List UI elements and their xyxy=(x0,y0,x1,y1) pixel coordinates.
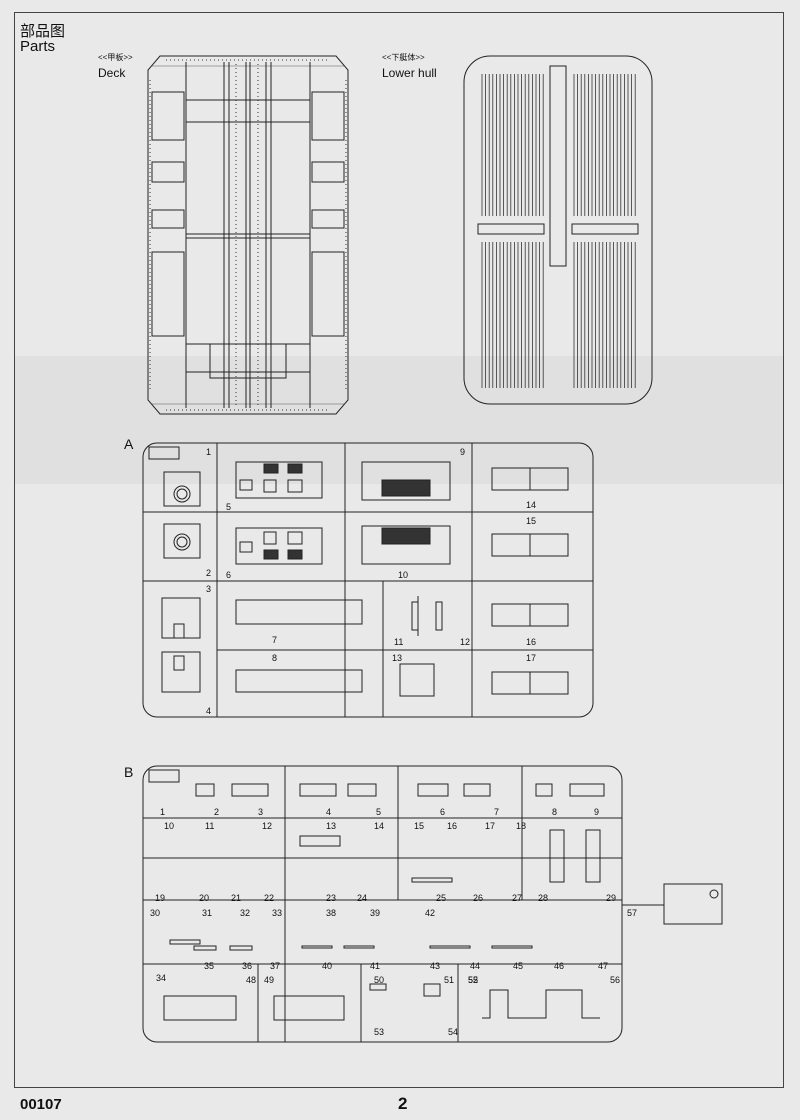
sprue-b-part-10: 10 xyxy=(164,821,174,831)
sprue-a-part-11: 11 xyxy=(394,637,403,647)
sprue-b-part-17: 17 xyxy=(485,821,495,831)
sprue-b-part-43: 43 xyxy=(430,961,440,971)
sprue-b-part-38: 38 xyxy=(326,908,336,918)
sprue-b xyxy=(142,765,723,1043)
sprue-b-part-34: 34 xyxy=(156,973,166,983)
sprue-b-part-8: 8 xyxy=(552,807,557,817)
sprue-b-part-42: 42 xyxy=(425,908,435,918)
page-number: 2 xyxy=(398,1094,408,1113)
sprue-b-part-27: 27 xyxy=(512,893,522,903)
sprue-b-part-50: 50 xyxy=(374,975,384,985)
sprue-b-part-53: 53 xyxy=(374,1027,384,1037)
sprue-b-part-44: 44 xyxy=(470,961,480,971)
sprue-a-part-15: 15 xyxy=(526,516,536,526)
sprue-b-part-48: 48 xyxy=(246,975,256,985)
sprue-b-part-13: 13 xyxy=(326,821,336,831)
sprue-a-part-8: 8 xyxy=(272,653,277,663)
sprue-b-part-18: 18 xyxy=(516,821,526,831)
deck-label-cn: <<甲板>> xyxy=(98,53,133,62)
sprue-b-part-25: 25 xyxy=(436,893,446,903)
sprue-b-part-21: 21 xyxy=(231,893,241,903)
sprue-b-part-31: 31 xyxy=(202,908,212,918)
sprue-a-part-9: 9 xyxy=(460,447,465,457)
deck-part xyxy=(147,55,349,415)
sprue-b-part-7: 7 xyxy=(494,807,499,817)
sprue-b-part-16: 16 xyxy=(447,821,457,831)
sprue-b-part-3: 3 xyxy=(258,807,263,817)
sprue-a-part-14: 14 xyxy=(526,500,536,510)
sprue-a-part-10: 10 xyxy=(398,570,408,580)
sprue-b-part-40: 40 xyxy=(322,961,332,971)
sprue-b-part-19: 19 xyxy=(155,893,165,903)
sprue-b-part-28: 28 xyxy=(538,893,548,903)
page-title-en: Parts xyxy=(20,38,56,55)
sprue-a-part-7: 7 xyxy=(272,635,277,645)
sprue-b-part-35: 35 xyxy=(204,961,214,971)
sprue-a xyxy=(142,442,594,718)
sprue-b-part-32: 32 xyxy=(240,908,250,918)
sprue-a-label: A xyxy=(124,436,134,452)
sprue-b-part-11: 11 xyxy=(205,821,214,831)
sprue-b-part-22: 22 xyxy=(264,893,274,903)
lower-hull-label-en: Lower hull xyxy=(382,66,437,80)
sprue-a-part-5: 5 xyxy=(226,502,231,512)
sprue-b-part-1: 1 xyxy=(160,807,165,817)
sprue-b-part-30: 30 xyxy=(150,908,160,918)
sprue-b-part-36: 36 xyxy=(242,961,252,971)
sprue-b-part-20: 20 xyxy=(199,893,209,903)
sprue-b-part-26: 26 xyxy=(473,893,483,903)
sprue-b-part-39: 39 xyxy=(370,908,380,918)
sprue-b-part-51: 51 xyxy=(444,975,454,985)
sprue-a-part-12: 12 xyxy=(460,637,470,647)
sprue-b-label: B xyxy=(124,764,134,780)
sprue-a-part-1: 1 xyxy=(206,447,211,457)
sprue-b-part-15: 15 xyxy=(414,821,424,831)
sprue-b-part-33: 33 xyxy=(272,908,282,918)
sprue-b-part-37: 37 xyxy=(270,961,280,971)
sprue-b-part-4: 4 xyxy=(326,807,331,817)
sprue-b-part-29: 29 xyxy=(606,893,616,903)
page-frame xyxy=(14,12,784,1088)
sprue-b-part-49: 49 xyxy=(264,975,274,985)
sprue-b-part-14: 14 xyxy=(374,821,384,831)
sprue-b-part-2: 2 xyxy=(214,807,219,817)
sprue-b-part-24: 24 xyxy=(357,893,367,903)
sprue-a-part-17: 17 xyxy=(526,653,536,663)
deck-label-en: Deck xyxy=(98,66,126,80)
sprue-b-part-6: 6 xyxy=(440,807,445,817)
sprue-b-part-23: 23 xyxy=(326,893,336,903)
sprue-a-part-13: 13 xyxy=(392,653,402,663)
sprue-b-part-45: 45 xyxy=(513,961,523,971)
sprue-a-part-2: 2 xyxy=(206,568,211,578)
sprue-b-part-47: 47 xyxy=(598,961,608,971)
sprue-b-part-52: 52 xyxy=(468,975,478,985)
lower-hull-part xyxy=(463,55,653,405)
sprue-b-part-55: 55 xyxy=(468,975,478,985)
sprue-b-part-54: 54 xyxy=(448,1027,458,1037)
item-code: 00107 xyxy=(20,1096,62,1113)
sprue-b-part-9: 9 xyxy=(594,807,599,817)
sprue-b-part-12: 12 xyxy=(262,821,272,831)
sprue-b-part-46: 46 xyxy=(554,961,564,971)
sprue-b-part-5: 5 xyxy=(376,807,381,817)
sprue-b-part-41: 41 xyxy=(370,961,380,971)
lower-hull-label-cn: <<下艇体>> xyxy=(382,53,425,62)
sprue-a-part-4: 4 xyxy=(206,706,211,716)
sprue-b-part-56: 56 xyxy=(610,975,620,985)
sprue-a-part-3: 3 xyxy=(206,584,211,594)
sprue-a-part-6: 6 xyxy=(226,570,231,580)
bleed-through-band xyxy=(14,356,784,484)
sprue-a-part-16: 16 xyxy=(526,637,536,647)
sprue-b-part-57: 57 xyxy=(627,908,637,918)
page-title-cn: 部品图 xyxy=(20,23,66,40)
